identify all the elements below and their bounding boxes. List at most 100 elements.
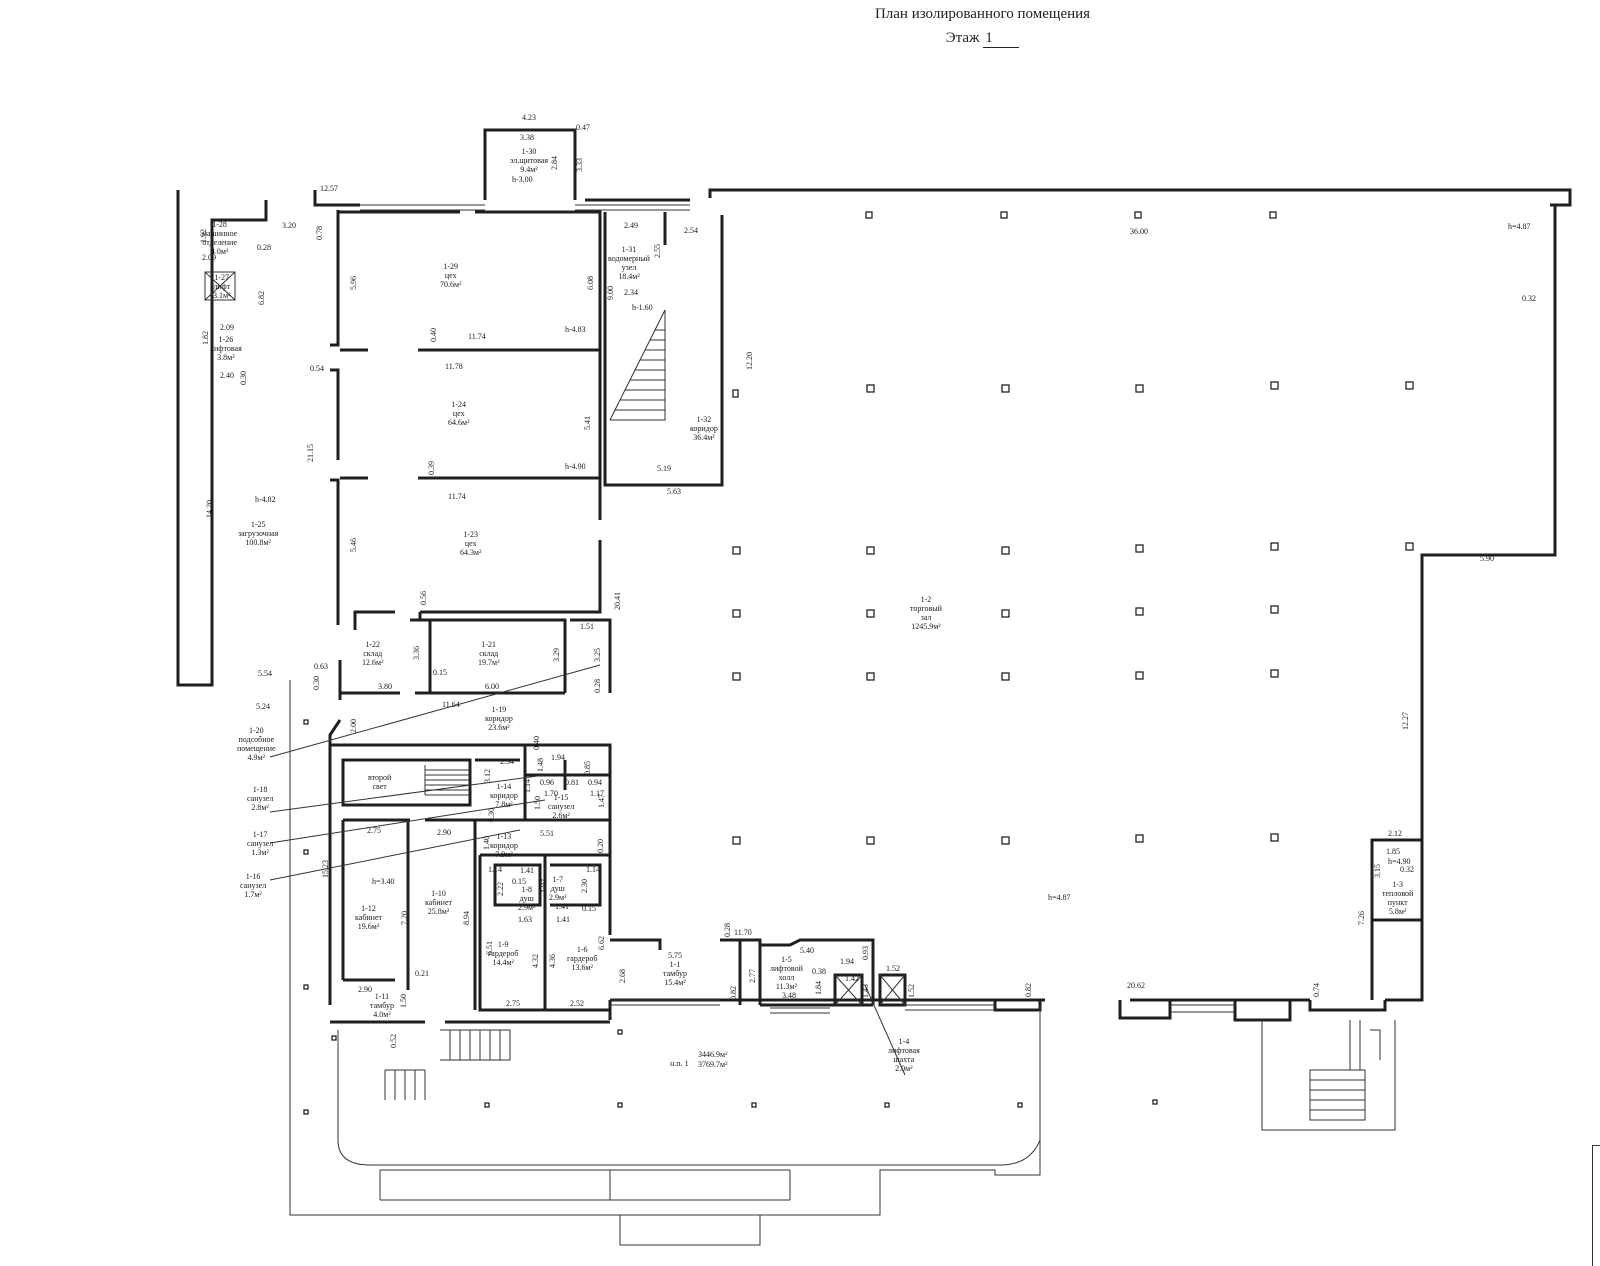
dimension: 1.50 [399,994,408,1008]
column [303,849,309,855]
room-label: 1-8 душ 2.9м² [518,885,536,912]
dimension: 5.51 [540,829,554,838]
column [1135,671,1144,680]
leader-line [269,664,906,1076]
dimension: 1.82 [201,331,210,345]
outside-stair [1349,1020,1381,1070]
window [770,1004,995,1014]
outside-area [384,1069,426,1100]
outside-stair [1309,1069,1366,1121]
dimension: 1.48 [536,758,545,772]
column [866,546,875,555]
room-label: 1-27 лифт 3.1м² [213,273,231,300]
column [1405,542,1414,551]
dimension: 0.82 [729,986,738,1000]
unit-label: н.п. 1 [670,1059,689,1068]
height-label: h-4.82 [255,495,276,504]
dimension: 11.74 [468,332,486,341]
dimension: 14.20 [205,500,214,518]
dimension: 8.94 [462,911,471,925]
room-label: 1-29 цех 70.6м² [440,262,462,289]
column [866,609,875,618]
column [303,984,309,990]
dimension: 20.41 [613,592,622,610]
wall [760,938,875,1005]
dimension: 0.96 [540,778,554,787]
dimension: 2.68 [618,969,627,983]
room-label: 1-12 кабинет 19.6м² [355,904,382,931]
column [1269,211,1277,219]
column [1001,384,1010,393]
column [303,1109,309,1115]
dimension: 1.51 [580,622,594,631]
dimension: 1.17 [590,789,604,798]
dimension: 0.40 [429,328,438,342]
room-label: 1-25 загрузочная 100.8м² [238,520,279,547]
room-label: 1-17 санузел 1.3м² [247,830,274,857]
dimension: 0.74 [1312,983,1321,997]
dimension: 11.74 [448,492,466,501]
dimension: 2.90 [358,985,372,994]
dimension: 6.82 [257,291,266,305]
room-label: 1-14 коридор 7.8м² [490,782,518,809]
dimension: 0.30 [239,371,248,385]
dimension: 2.34 [624,288,638,297]
wall [570,618,612,693]
wall [410,618,567,693]
column [1270,605,1279,614]
dimension: 3.29 [552,648,561,662]
dimension: 0.85 [583,761,592,775]
lift-shaft [204,271,236,301]
room-label: 1-15 санузел 2.6м² [548,793,575,820]
dimension: 4.32 [531,954,540,968]
dimension: 1.14 [523,779,532,793]
column [1405,381,1414,390]
dimension: 5.24 [256,702,270,711]
dimension: 12.57 [320,184,338,193]
dimension: 21.15 [306,444,315,462]
column [751,1102,757,1108]
dimension: 1.40 [482,836,491,850]
dimension: 0.40 [532,736,541,750]
dimension: 0.30 [487,808,496,822]
wall [420,540,602,614]
column [866,672,875,681]
room-label: 1-23 цех 64.3м² [460,530,482,557]
dimension: 5.40 [800,946,814,955]
height-label: h-4.90 [565,462,586,471]
dimension: 1.94 [551,753,565,762]
dimension: 0.20 [596,839,605,853]
wall [603,212,724,487]
room-label: 1-18 санузел 2.8м² [247,785,274,812]
column [1135,834,1144,843]
column [617,1102,623,1108]
dimension: 1.43 [861,984,870,998]
dimension: 2.75 [367,826,381,835]
room-label: 1-28 машинное отделение 4.0м² [202,220,238,256]
wall [475,210,602,520]
dimension: 2.54 [684,226,698,235]
dimension: 2.75 [506,999,520,1008]
dimension: 3.38 [520,133,534,142]
dimension: 4.36 [548,954,557,968]
dimension: 1.50 [533,796,542,810]
outside-area [619,1215,761,1246]
dimension: 12.20 [745,352,754,370]
outside-area [337,1030,1041,1166]
room-label: 1-6 гардероб 13.6м² [567,945,598,972]
dimension: 3.20 [282,221,296,230]
dimension: 5.19 [657,464,671,473]
lift-shaft [834,974,906,1006]
dimension: 0.52 [389,1034,398,1048]
stamp-edge [1592,1145,1600,1266]
dimension: 0.82 [1024,983,1033,997]
wall [353,610,395,630]
dimension: 0.47 [576,123,590,132]
dimension: 2.22 [496,882,505,896]
window [360,204,690,211]
dimension: 9.00 [606,286,615,300]
wall [493,863,542,907]
dimension: 15.23 [321,860,330,878]
total-area: 3446.9м² [698,1050,728,1059]
room-label: 1-10 кабинет 25.8м² [425,889,452,916]
